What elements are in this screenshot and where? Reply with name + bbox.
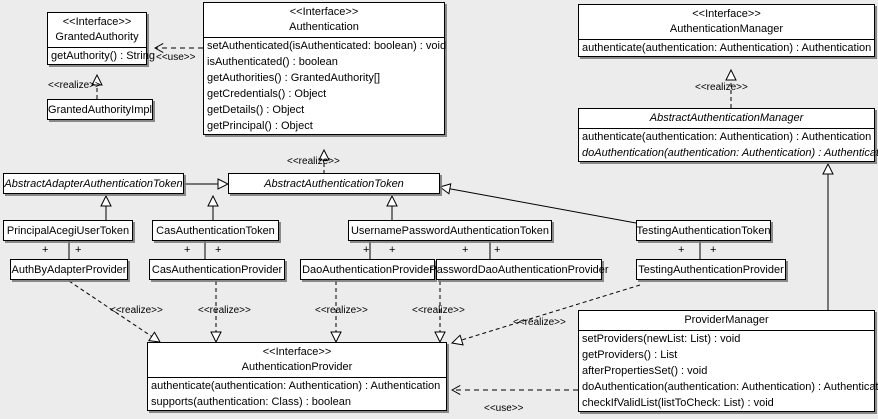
assoc-mark: + [363, 244, 370, 256]
edge-label-use-authenticationprovider: <<use>> [484, 403, 524, 414]
operation: isAuthenticated() : boolean [207, 56, 338, 68]
class-cas-authentication-provider[interactable]: CasAuthenticationProvider [149, 259, 285, 280]
operation: doAuthentication(authentication: Authent… [582, 381, 878, 393]
operation: setProviders(newList: List) : void [582, 333, 741, 345]
operation: getAuthorities() : GrantedAuthority[] [207, 72, 381, 84]
operations-compartment: authenticate(authentication: Authenticat… [579, 128, 878, 161]
class-authentication-manager[interactable]: <<Interface>> AuthenticationManager auth… [578, 4, 875, 57]
class-name: TestingAuthenticationProvider [638, 263, 784, 276]
operation: afterPropertiesSet() : void [582, 365, 708, 377]
stereotype-interface: <<Interface>> [692, 8, 761, 20]
assoc-mark: + [389, 244, 396, 256]
class-testing-authentication-provider[interactable]: TestingAuthenticationProvider [636, 259, 786, 280]
class-dao-authentication-provider[interactable]: DaoAuthenticationProvider [300, 259, 435, 280]
edge-label-use-grantedauthority: <<use>> [156, 52, 196, 63]
class-username-password-authentication-token[interactable]: UsernamePasswordAuthenticationToken [348, 220, 552, 241]
operation: supports(authentication: Class) : boolea… [151, 396, 351, 408]
assoc-mark: + [215, 244, 222, 256]
class-header-authentication-manager: <<Interface>> AuthenticationManager [579, 5, 874, 39]
operation: getAuthority() : String [51, 50, 155, 62]
class-granted-authority-impl[interactable]: GrantedAuthorityImpl [47, 99, 153, 120]
class-header-authentication: <<Interface>> Authentication [204, 3, 444, 37]
operations-compartment: getAuthority() : String [48, 47, 155, 64]
stereotype-interface: <<Interface>> [289, 6, 359, 18]
edge-label-realize-grantedauthority: <<realize>> [48, 80, 101, 91]
operations-compartment: setProviders(newList: List) : void getPr… [579, 330, 878, 411]
class-name: GrantedAuthority [55, 31, 139, 43]
operation: getProviders() : List [582, 349, 678, 361]
class-header-provider-manager: ProviderManager [579, 311, 874, 330]
class-name: AbstractAuthenticationManager [649, 112, 804, 124]
edge-label-realize-authenticationmanager: <<realize>> [695, 82, 748, 93]
class-password-dao-authentication-provider[interactable]: PasswordDaoAuthenticationProvider [429, 259, 609, 280]
assoc-mark: + [494, 244, 501, 256]
assoc-mark: + [678, 244, 685, 256]
edge-realize-authbyadapterprovider [68, 280, 160, 342]
operation: setAuthenticated(isAuthenticated: boolea… [207, 40, 447, 52]
class-authentication-provider[interactable]: <<Interface>> AuthenticationProvider aut… [147, 342, 447, 411]
edge-label-realize-daoauthenticationprovider: <<realize>> [315, 305, 368, 316]
edge-realize-testingauthenticationprovider [452, 284, 641, 343]
operations-compartment: authenticate(authentication: Authenticat… [579, 39, 874, 56]
stereotype-interface: <<Interface>> [62, 16, 132, 28]
class-name: DaoAuthenticationProvider [302, 263, 433, 276]
operation: getPrincipal() : Object [207, 120, 313, 132]
edge-label-realize-casauthenticationprovider: <<realize>> [198, 305, 251, 316]
assoc-mark: + [710, 244, 717, 256]
class-name: ProviderManager [684, 314, 769, 326]
class-name: AuthByAdapterProvider [11, 263, 127, 276]
class-name: AuthenticationProvider [241, 361, 353, 373]
operation: authenticate(authentication: Authenticat… [582, 131, 872, 143]
class-provider-manager[interactable]: ProviderManager setProviders(newList: Li… [578, 310, 878, 412]
class-header-authentication-provider: <<Interface>> AuthenticationProvider [148, 343, 446, 377]
class-name: CasAuthenticationToken [156, 224, 275, 237]
operation: getDetails() : Object [207, 104, 305, 116]
edge-label-realize-testingauthenticationprovider: <<realize>> [513, 317, 566, 328]
operations-compartment: authenticate(authentication: Authenticat… [148, 377, 446, 410]
class-granted-authority[interactable]: <<Interface>> GrantedAuthority getAuthor… [47, 12, 155, 65]
class-header-abstract-authentication-manager: AbstractAuthenticationManager [579, 109, 874, 128]
stereotype-interface: <<Interface>> [262, 346, 332, 358]
class-abstract-authentication-manager[interactable]: AbstractAuthenticationManager authentica… [578, 108, 878, 162]
assoc-mark: + [462, 244, 469, 256]
class-name: PrincipalAcegiUserToken [6, 224, 130, 237]
edge-label-realize-authentication: <<realize>> [287, 156, 340, 167]
class-abstract-adapter-authentication-token[interactable]: AbstractAdapterAuthenticationToken [3, 173, 184, 194]
class-principal-acegi-user-token[interactable]: PrincipalAcegiUserToken [3, 220, 133, 241]
edge-generalize-testingauthenticationtoken [440, 187, 637, 224]
operation: checkIfValidList(listToCheck: List) : vo… [582, 397, 774, 409]
edge-label-realize-authbyadapterprovider: <<realize>> [110, 305, 163, 316]
class-cas-authentication-token[interactable]: CasAuthenticationToken [152, 220, 279, 241]
assoc-mark: + [42, 244, 49, 256]
operation-abstract: doAuthentication(authentication: Authent… [582, 147, 878, 159]
class-testing-authentication-token[interactable]: TestingAuthenticationToken [636, 220, 771, 241]
operation: authenticate(authentication: Authenticat… [582, 42, 872, 54]
class-name: TestingAuthenticationToken [636, 224, 771, 237]
operation: authenticate(authentication: Authenticat… [151, 380, 441, 392]
class-name: AbstractAuthenticationToken [264, 177, 404, 190]
edge-label-realize-passworddaoauthenticationprovider: <<realize>> [412, 305, 465, 316]
class-name: UsernamePasswordAuthenticationToken [350, 224, 550, 237]
class-auth-by-adapter-provider[interactable]: AuthByAdapterProvider [10, 259, 128, 280]
class-name: CasAuthenticationProvider [151, 263, 283, 276]
class-abstract-authentication-token[interactable]: AbstractAuthenticationToken [228, 173, 440, 194]
class-name: GrantedAuthorityImpl [48, 103, 152, 116]
class-name: Authentication [289, 21, 359, 33]
operations-compartment: setAuthenticated(isAuthenticated: boolea… [204, 37, 447, 134]
operation: getCredentials() : Object [207, 88, 327, 100]
class-header-granted-authority: <<Interface>> GrantedAuthority [48, 13, 146, 47]
assoc-mark: + [75, 244, 82, 256]
class-name: PasswordDaoAuthenticationProvider [429, 263, 609, 276]
class-name: AbstractAdapterAuthenticationToken [4, 177, 183, 190]
assoc-mark: + [184, 244, 191, 256]
class-name: AuthenticationManager [669, 23, 784, 35]
class-authentication[interactable]: <<Interface>> Authentication setAuthenti… [203, 2, 447, 135]
